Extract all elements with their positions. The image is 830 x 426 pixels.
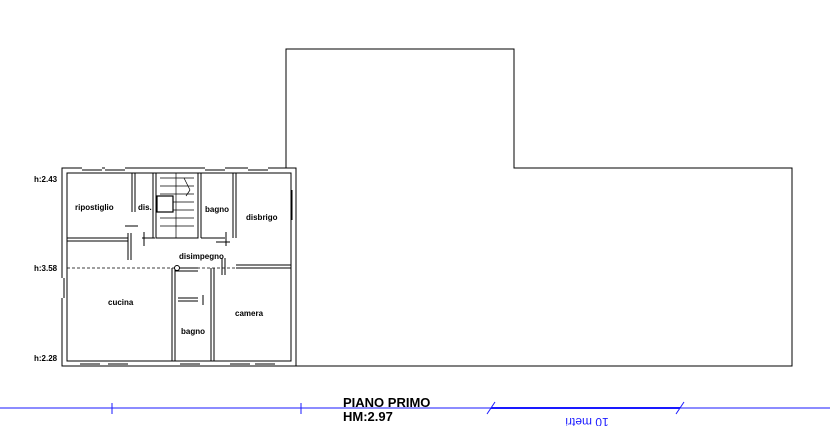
height-label-middle: h:3.58: [34, 264, 58, 273]
section-marker: [174, 265, 180, 271]
height-label-top: h:2.43: [34, 175, 58, 184]
room-label-camera: camera: [235, 309, 264, 318]
scale-label: 10 metri: [565, 415, 608, 426]
room-label-disimpegno: disimpegno: [179, 252, 224, 261]
annex-outline: [285, 48, 793, 367]
room-label-ripostiglio: ripostiglio: [75, 203, 114, 212]
scale-tick-left: [486, 401, 496, 415]
room-label-cucina: cucina: [108, 298, 134, 307]
interior-walls: [67, 172, 293, 361]
room-label-bagno-top: bagno: [205, 205, 229, 214]
room-label-disbrigo: disbrigo: [246, 213, 278, 222]
room-label-bagno-bottom: bagno: [181, 327, 205, 336]
scale-tick-right: [675, 401, 685, 415]
average-height: HM:2.97: [343, 409, 393, 424]
room-label-dis: dis.: [138, 203, 152, 212]
height-label-bottom: h:2.28: [34, 354, 58, 363]
drawing-title: PIANO PRIMO: [343, 395, 430, 410]
